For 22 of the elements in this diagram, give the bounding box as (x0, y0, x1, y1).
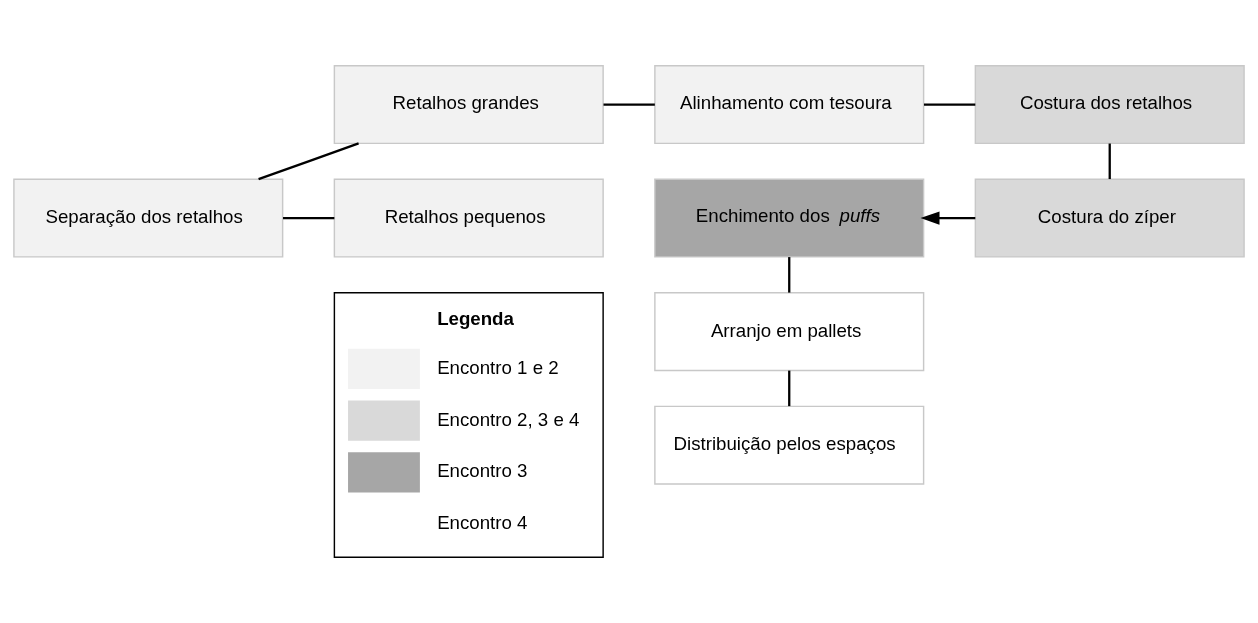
connector (258, 142, 359, 181)
label: Legenda (437, 308, 514, 330)
node-box: Alinhamento com tesoura (654, 65, 925, 145)
node-box: Costura do zíper (974, 178, 1245, 258)
legend-label: Encontro 4 (437, 512, 528, 534)
node-box: Arranjo em pallets (654, 292, 925, 372)
node-box: Distribuição pelos espaços (654, 405, 925, 485)
connector (283, 216, 335, 220)
connector (1108, 143, 1111, 180)
connector (924, 103, 976, 106)
legend-label: Encontro 3 (437, 460, 528, 482)
connector (788, 370, 791, 407)
node-box: Retalhos grandes (333, 65, 604, 145)
node-box: Retalhos pequenos (333, 178, 604, 258)
connector (603, 103, 655, 106)
node-box: Separação dos retalhos (13, 178, 284, 258)
node-box: Costura dos retalhos (974, 65, 1245, 145)
connector (788, 257, 791, 293)
node-box: Enchimento dos puffs (654, 178, 925, 258)
arrow (920, 211, 976, 225)
legend-label: Encontro 1 e 2 (437, 356, 559, 378)
legend-label: Encontro 2, 3 e 4 (437, 408, 580, 430)
